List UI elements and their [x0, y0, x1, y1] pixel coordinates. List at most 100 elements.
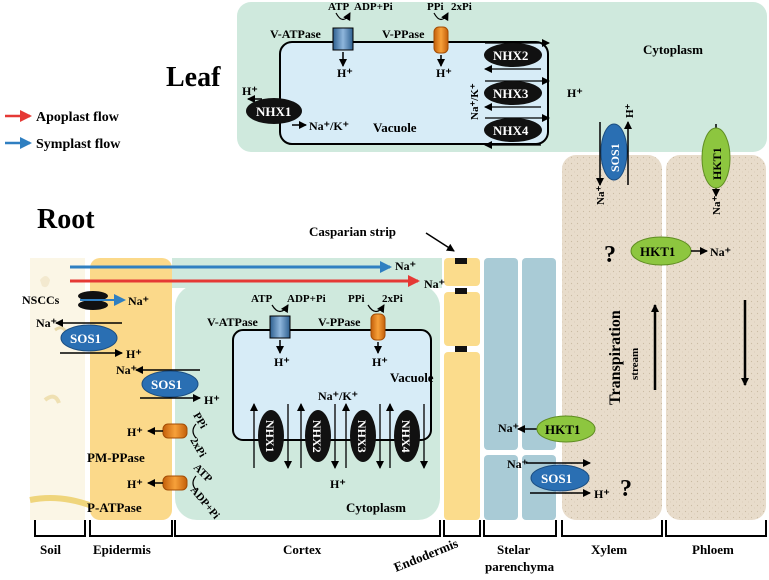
sos1-root-inner-na: Na⁺ — [116, 363, 137, 377]
leaf-v-ppase-label: V-PPase — [382, 27, 425, 41]
tissue-label-epidermis: Epidermis — [93, 542, 151, 557]
leaf-adp-label: ADP+Pi — [354, 1, 393, 13]
tissue-label-phloem: Phloem — [692, 542, 734, 557]
root-v-ppase-label: V-PPase — [318, 315, 361, 329]
root-nhx4-antiporter — [394, 410, 420, 462]
sos1-root-inner-h: H⁺ — [204, 393, 220, 407]
soil-region — [30, 258, 85, 520]
transpiration-label: Transpiration — [607, 310, 624, 405]
leaf-nhx3-antiporter — [484, 81, 542, 105]
xylem-sos1 — [600, 123, 628, 181]
root-nhx4-group: NHX4 — [386, 403, 428, 469]
leaf-nhx2-antiporter — [484, 43, 542, 67]
nsccs-channel-top — [78, 291, 108, 301]
xylem-hkt1-label: HKT1 — [640, 244, 675, 259]
root-nhx3-label: NHX3 — [355, 420, 369, 453]
leaf-nhx4-label: NHX4 — [493, 123, 529, 138]
pm-ppase-label: PM-PPase — [87, 450, 145, 465]
leaf-nhx1-h: H⁺ — [242, 84, 258, 98]
leaf-ppi-label: PPi — [427, 1, 444, 13]
root-nhx3-group: NHX3 — [342, 403, 384, 469]
phloem-vessel — [666, 155, 766, 520]
leaf-atp-label: ATP — [328, 1, 349, 13]
leaf-vacuole-label: Vacuole — [373, 120, 417, 135]
leaf-cytoplasm-label: Cytoplasm — [643, 42, 703, 57]
phloem-hkt1-label: HKT1 — [710, 147, 724, 180]
symplast-flow-na: Na⁺ — [395, 259, 416, 273]
tissue-label-cortex: Cortex — [283, 542, 322, 557]
tissue-label-parenchyma: parenchyma — [485, 559, 555, 574]
phloem-hkt1 — [701, 127, 731, 189]
leaf-nhx-nak: Na⁺/K⁺ — [469, 83, 481, 120]
nsccs-channel-bottom — [78, 300, 108, 310]
root-adp-label: ADP+Pi — [287, 293, 326, 305]
leaf-cytoplasm-h: H⁺ — [567, 86, 583, 100]
cortex-vacuole — [232, 329, 432, 441]
casparian-strip-mark-1 — [455, 258, 467, 264]
apoplast-flow-na: Na⁺ — [424, 277, 445, 291]
leaf-nhx1-label: NHX1 — [256, 104, 291, 119]
tissue-label-stelar: Stelar — [497, 542, 530, 557]
root-title: Root — [37, 204, 95, 235]
leaf-nhx1-nak: Na⁺/K⁺ — [309, 119, 349, 133]
root-v-atpase-label: V-ATPase — [207, 315, 259, 329]
stelar-hkt1-na: Na⁺ — [498, 421, 519, 435]
root-nhx2-antiporter — [305, 410, 331, 462]
root-vacuole-nak: Na⁺/K⁺ — [318, 389, 358, 403]
leaf-v-ppase-pump — [433, 26, 449, 54]
leaf-nhx2-label: NHX2 — [493, 48, 528, 63]
stelar-sos1-h: H⁺ — [594, 487, 610, 501]
root-atp-label: ATP — [251, 293, 272, 305]
root-vacuole-label: Vacuole — [390, 370, 434, 385]
xylem-hkt1-na: Na⁺ — [710, 245, 731, 259]
leaf-v-atpase-h: H⁺ — [337, 66, 353, 80]
stelar-cell-2 — [522, 258, 556, 450]
casparian-strip-mark-2 — [455, 288, 467, 294]
sos1-root-outer-label: SOS1 — [70, 331, 101, 346]
stelar-sos1 — [530, 464, 590, 492]
casparian-strip-label: Casparian strip — [309, 224, 396, 239]
sos1-root-outer — [60, 324, 118, 352]
pm-ppase-pump — [162, 423, 188, 439]
endodermis-cell-2 — [444, 292, 480, 346]
root-nhx2-label: NHX2 — [310, 420, 324, 453]
xylem-sos1-h: H⁺ — [624, 103, 636, 118]
casparian-strip-mark-3 — [455, 346, 467, 352]
root-cytoplasm-h: H⁺ — [330, 477, 346, 491]
pm-ppase-h: H⁺ — [127, 425, 143, 439]
root-v-atpase-h: H⁺ — [274, 355, 290, 369]
legend-symplast: Symplast flow — [36, 137, 121, 152]
tissue-label-xylem: Xylem — [591, 542, 627, 557]
transpiration-stream-label: stream — [629, 348, 641, 380]
root-nhx4-label: NHX4 — [399, 420, 413, 453]
leaf-v-atpase-pump — [332, 27, 354, 51]
leaf-2pi-label: 2xPi — [451, 1, 472, 13]
leaf-nhx3-label: NHX3 — [493, 86, 529, 101]
root-nhx1-group: NHX1 — [250, 403, 292, 469]
p-atpase-h: H⁺ — [127, 477, 143, 491]
root-nhx1-label: NHX1 — [263, 420, 277, 453]
leaf-v-atpase-label: V-ATPase — [270, 27, 322, 41]
leaf-vacuole — [279, 41, 549, 145]
xylem-sos1-na: Na⁺ — [595, 186, 607, 205]
endodermis-cell-1 — [444, 258, 480, 286]
stelar-question-mark: ? — [620, 476, 632, 502]
legend-apoplast: Apoplast flow — [36, 110, 120, 125]
nsccs-na: Na⁺ — [128, 294, 149, 308]
root-nhx2-group: NHX2 — [297, 403, 339, 469]
root-nhx1-antiporter — [258, 410, 284, 462]
leaf-v-ppase-h: H⁺ — [436, 66, 452, 80]
endodermis-cell-3 — [444, 352, 480, 520]
p-atpase-pump — [162, 475, 188, 491]
cortex-band — [172, 258, 442, 288]
root-v-ppase-pump — [370, 313, 386, 341]
xylem-question-mark: ? — [604, 242, 616, 268]
nsccs-label: NSCCs — [22, 293, 60, 307]
stelar-sos1-na: Na⁺ — [507, 457, 528, 471]
stelar-cell-1 — [484, 258, 518, 450]
root-cytoplasm-label: Cytoplasm — [346, 500, 406, 515]
p-atpase-label: P-ATPase — [87, 500, 142, 515]
sos1-root-inner-label: SOS1 — [151, 377, 182, 392]
sos1-root-inner — [141, 370, 199, 398]
